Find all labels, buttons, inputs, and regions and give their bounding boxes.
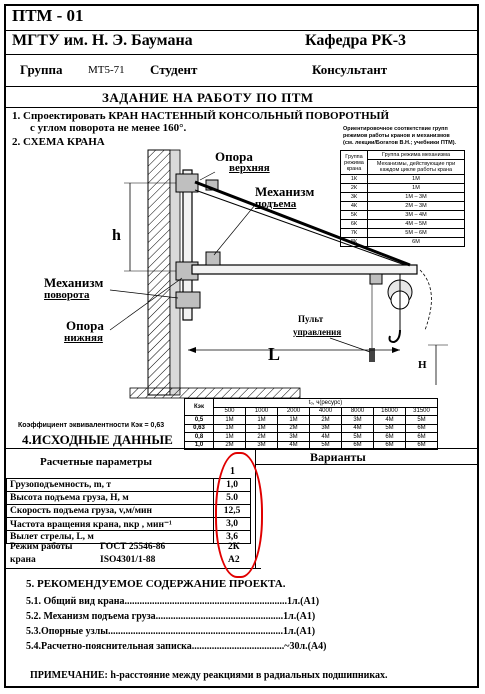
label-lower-support: Опора: [66, 318, 104, 333]
mini-table-caption-1: Ориентировочное соответствие групп: [343, 126, 448, 132]
label-rotate-mechanism-2: поворота: [44, 289, 90, 301]
wall: [147, 149, 171, 396]
label-control-2: управления: [293, 327, 342, 337]
initial-data-title: 4.ИСХОДНЫЕ ДАННЫЕ: [22, 432, 173, 447]
label-control: Пульт: [298, 314, 324, 324]
brace: [194, 180, 411, 267]
divider: [5, 54, 479, 55]
rotation-arc: [419, 269, 432, 331]
section5-item: 5.1. Общий вид крана....................…: [26, 596, 320, 607]
rotate-mechanism: [175, 291, 201, 309]
leader-line: [109, 289, 179, 299]
divider: [5, 568, 261, 569]
leader-line: [213, 204, 256, 256]
floor: [129, 387, 301, 399]
dim-L-arrow: [392, 347, 400, 353]
group-label: Группа: [20, 62, 63, 77]
mode-groups-table: Группа режима крана Группа режима механи…: [340, 150, 465, 247]
brace-inner: [194, 189, 406, 266]
hours-header: t₀, ч(ресурс): [213, 398, 438, 408]
control-pendant: [369, 348, 375, 362]
label-lift-mechanism-2: подъема: [255, 198, 297, 210]
lift-mechanism: [205, 251, 221, 266]
dim-H-label: H: [418, 359, 427, 371]
task-item-2: 2. СХЕМА КРАНА: [12, 136, 105, 148]
doc-code: ПТМ - 01: [12, 6, 84, 25]
hook: [388, 329, 401, 344]
mode-label-1: Режим работы: [10, 542, 73, 552]
k-col-header: Кэк: [184, 398, 214, 416]
divider: [5, 30, 479, 31]
leader-line: [109, 277, 183, 331]
label-rotate-mechanism: Механизм: [44, 275, 104, 290]
task-item-1: 1. Спроектировать КРАН НАСТЕННЫЙ КОНСОЛЬ…: [12, 110, 390, 122]
gost-standard: ГОСТ 25546-86: [100, 542, 166, 552]
mini-table-caption-3: (см. лекции/Богатов В.Н.; учебники ПТМ).: [343, 140, 457, 146]
divider: [255, 464, 479, 465]
label-upper-support: Опора: [215, 149, 253, 164]
mode-label-2: крана: [10, 555, 36, 565]
section5-item: 5.4.Расчетно-пояснительная записка......…: [26, 641, 327, 652]
crane-column: [182, 169, 193, 321]
iso-standard: ISO4301/1-88: [100, 555, 156, 565]
highlight-oval: [215, 452, 263, 578]
coef-label: Коэффициент эквивалентности Кэк = 0,63: [18, 422, 165, 429]
section5-item: 5.3.Опорные узлы........................…: [26, 626, 316, 637]
label-lift-mechanism: Механизм: [255, 184, 315, 199]
params-header: Расчетные параметры: [40, 456, 153, 468]
divider-vertical: [255, 448, 256, 568]
variants-label: Варианты: [310, 450, 366, 464]
dim-h-label: h: [112, 227, 121, 244]
university-name: МГТУ им. Н. Э. Баумана: [12, 32, 193, 49]
gost-value: 2К: [228, 542, 240, 552]
section5-title: 5. РЕКОМЕНДУЕМОЕ СОДЕРЖАНИЕ ПРОЕКТА.: [26, 578, 286, 590]
leader-line: [329, 337, 371, 353]
task-item-1-cont: с углом поворота не менее 160°.: [30, 122, 187, 134]
trolley: [369, 273, 383, 285]
footnote: ПРИМЕЧАНИЕ: h-расстояние между реакциями…: [30, 670, 388, 681]
mini-table-caption-2: режимов работы кранов и механизмов: [343, 133, 450, 139]
leader-line: [199, 171, 216, 181]
student-label: Студент: [150, 62, 198, 77]
department-name: Кафедра РК-3: [305, 32, 407, 49]
divider: [5, 86, 479, 87]
section5-item: 5.2. Механизм подъема груза.............…: [26, 611, 316, 622]
divider: [5, 107, 479, 108]
label-lower-support-2: нижняя: [64, 332, 103, 344]
dim-L-arrow: [188, 347, 196, 353]
label-upper-support-2: верхняя: [229, 162, 270, 174]
consultant-label: Консультант: [312, 62, 388, 77]
dim-L-label: L: [268, 344, 280, 364]
page-frame: [4, 4, 479, 688]
divider: [5, 448, 479, 449]
boom: [191, 264, 418, 275]
group-value: МТ5-71: [88, 64, 125, 76]
task-title: ЗАДАНИЕ НА РАБОТУ ПО ПТМ: [102, 90, 314, 105]
